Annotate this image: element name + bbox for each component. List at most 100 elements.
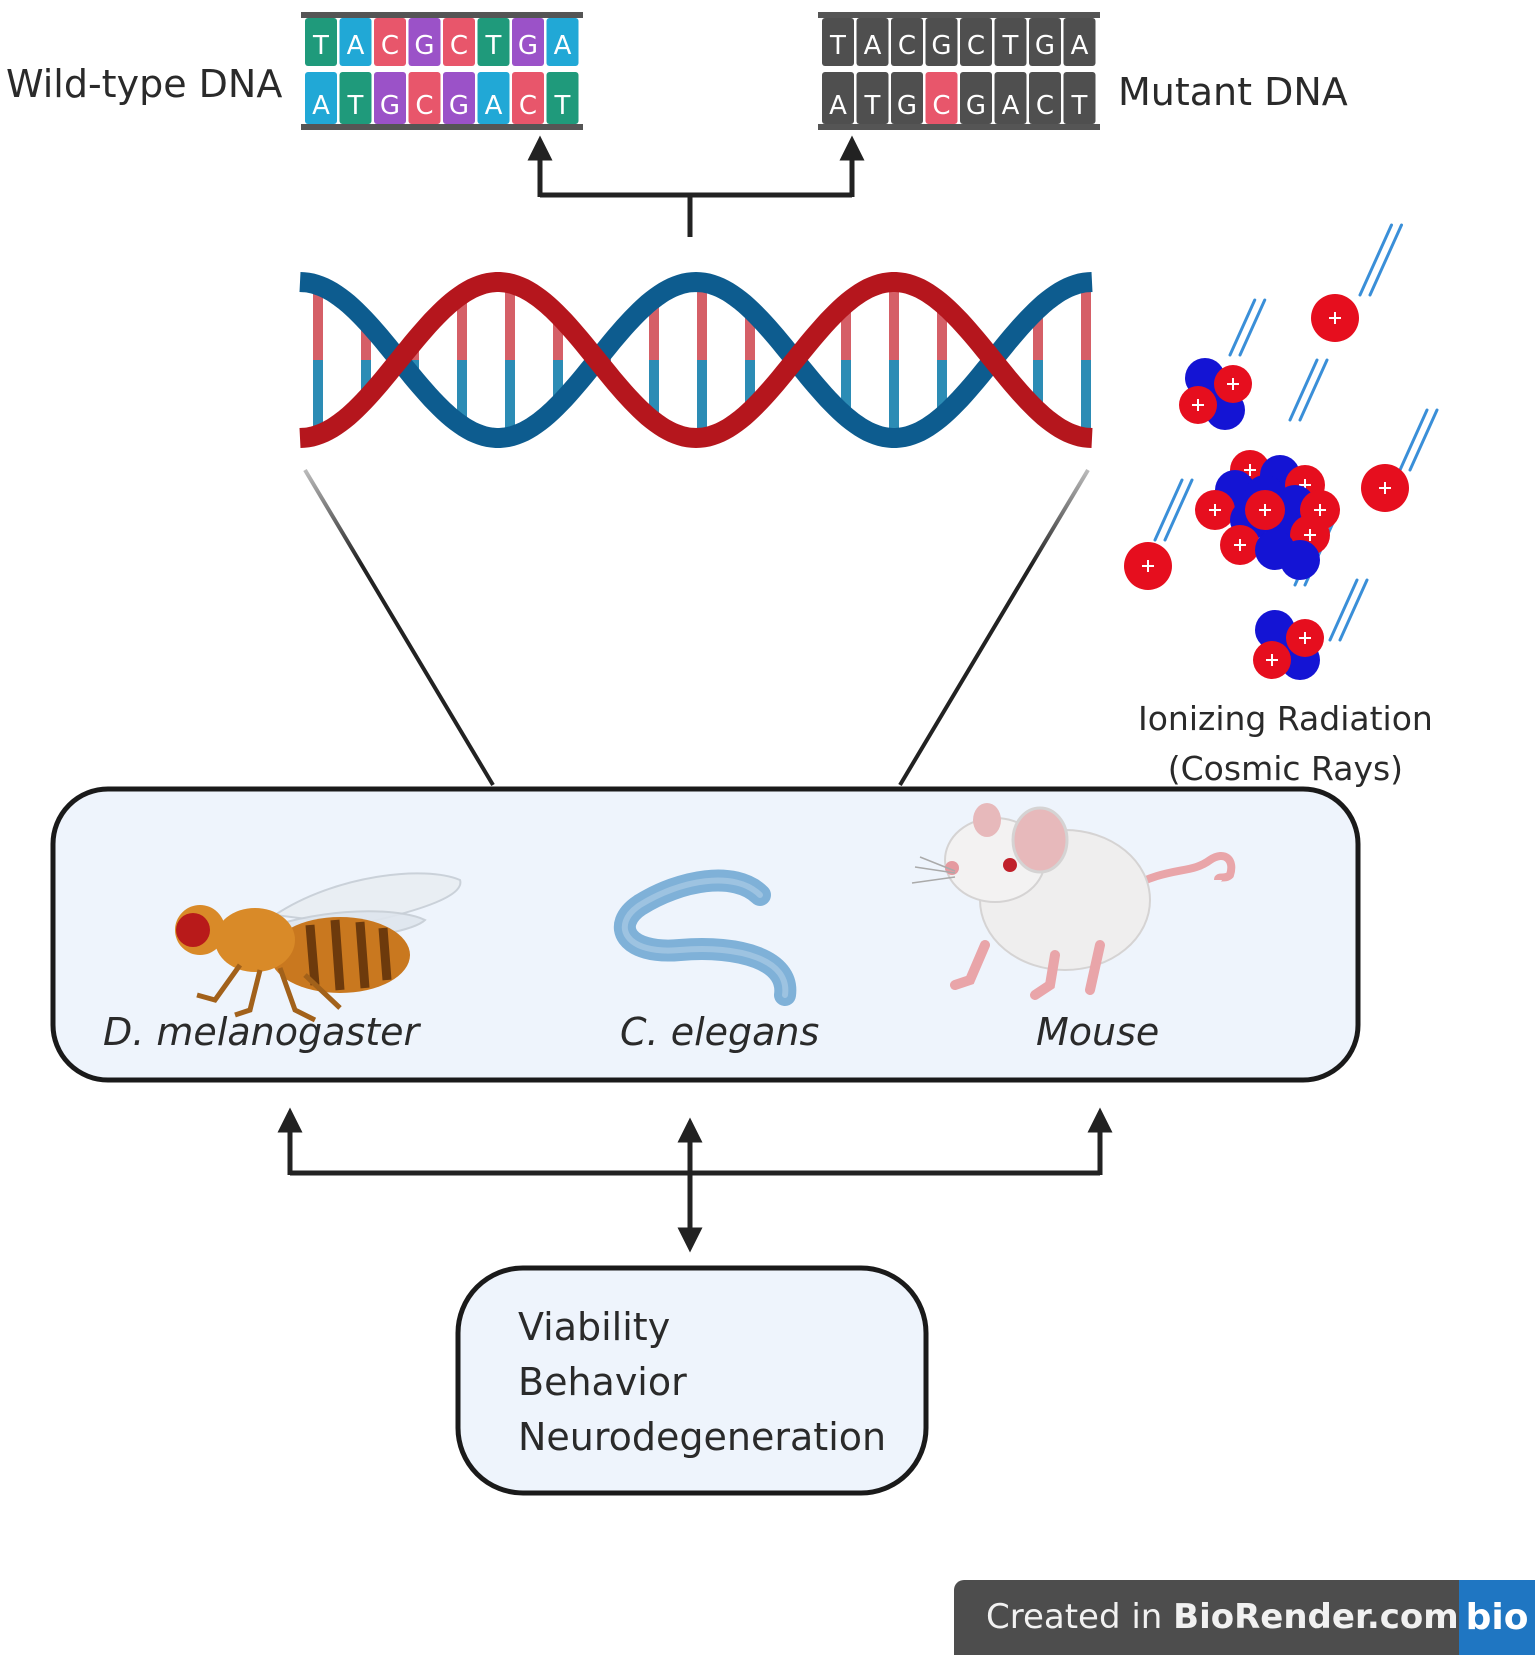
base-tile-bottom [546,72,579,124]
base-letter-bottom: T [554,91,571,121]
plus-sign [1209,504,1221,516]
base-letter-top: A [864,31,882,61]
base-pair-rung [745,360,755,412]
base-pair-rung [889,282,899,360]
base-letter-top: T [1002,31,1019,61]
plus-sign [1244,464,1256,476]
base-letter-bottom: A [829,91,847,121]
base-letter-top: G [931,31,951,61]
base-letter-top: C [381,31,399,61]
base-letter-top: C [967,31,985,61]
base-tile-bottom [856,72,889,124]
base-tile-bottom [1063,72,1096,124]
base-tile-top [822,18,854,66]
base-pair-rung [697,282,707,360]
plus-sign [1259,504,1271,516]
base-pair-rung [361,360,371,399]
wild-type-dna-label: Wild-type DNA [6,62,283,106]
base-tile-bottom [960,72,992,124]
base-letter-top: A [1071,31,1089,61]
base-letter-bottom: G [966,91,986,121]
base-pair-rung [745,308,755,360]
radiation-streak [1408,408,1439,472]
base-letter-top: T [829,31,846,61]
plus-sign [1227,378,1239,390]
radiation-streak [1238,298,1267,357]
radiation-streak [1398,408,1429,472]
radiation-streak [1288,358,1319,422]
base-tile-bottom [822,72,854,124]
neutron [1255,610,1295,650]
base-pair-rung [697,360,707,438]
watermark-text: Created in BioRender.com [986,1597,1459,1637]
base-tile-bottom [891,72,923,124]
base-letter-bottom: T [864,91,881,121]
base-tile-bottom [374,72,406,124]
radiation-streak [1163,478,1194,542]
base-letter-top: G [518,31,538,61]
base-tile-top [1063,18,1096,66]
outcome-neurodegeneration: Neurodegeneration [518,1415,887,1459]
base-letter-bottom: A [1002,91,1020,121]
base-letter-bottom: C [1036,91,1054,121]
base-letter-bottom: A [485,91,503,121]
base-letter-top: T [485,31,502,61]
base-tile-top [339,18,372,66]
base-tile-top [925,18,958,66]
base-letter-top: G [414,31,434,61]
plus-sign [1304,529,1316,541]
biorender-logo-icon: bio [1459,1580,1535,1655]
base-pair-rung [505,283,515,360]
plus-sign [1329,312,1341,324]
base-tile-bottom [443,72,475,124]
base-letter-bottom: C [519,91,537,121]
base-pair-rung [889,360,899,438]
base-tile-top [856,18,889,66]
base-letter-bottom: T [1071,91,1088,121]
radiation-label-line2: (Cosmic Rays) [1167,749,1404,788]
base-tile-bottom [339,72,372,124]
outcome-viability: Viability [518,1305,671,1349]
base-tile-top [305,18,337,66]
base-letter-top: A [554,31,572,61]
base-tile-top [891,18,923,66]
watermark-brand: BioRender.com [1173,1597,1459,1637]
base-tile-top [1029,18,1061,66]
base-tile-bottom [305,72,337,124]
outcomes-box [455,1265,929,1496]
base-tile-top [443,18,475,66]
base-letter-bottom: C [932,91,950,121]
base-pair-rung [649,360,659,422]
plus-sign [1314,504,1326,516]
base-pair-rung [937,360,947,417]
plus-sign [1192,399,1204,411]
base-tile-bottom [994,72,1027,124]
base-letter-top: C [450,31,468,61]
dna-helix-icon [299,271,1093,449]
base-letter-bottom: T [347,91,364,121]
base-pair-rung [1081,282,1091,360]
base-pair-rung [841,303,851,360]
base-pair-rung [313,285,323,360]
mouse-icon [911,803,1236,1000]
helix-strand-blue [299,271,1093,448]
base-tile-bottom [1029,72,1061,124]
radiation-label-line1: Ionizing Radiation [1138,699,1433,738]
base-letter-bottom: G [380,91,400,121]
base-tile-top [512,18,544,66]
base-tile-top [994,18,1027,66]
base-pair-rung [505,360,515,437]
fruit-fly-icon [175,872,462,1023]
organism-label-mouse: Mouse [1036,1010,1160,1054]
base-pair-rung [313,360,323,435]
outcomes-list: Viability Behavior Neurodegeneration [518,1300,886,1465]
base-tile-top [546,18,579,66]
radiation-label: Ionizing Radiation (Cosmic Rays) [1138,694,1433,794]
base-tile-top [960,18,992,66]
base-pair-rung [457,360,467,426]
plus-sign [1266,654,1278,666]
